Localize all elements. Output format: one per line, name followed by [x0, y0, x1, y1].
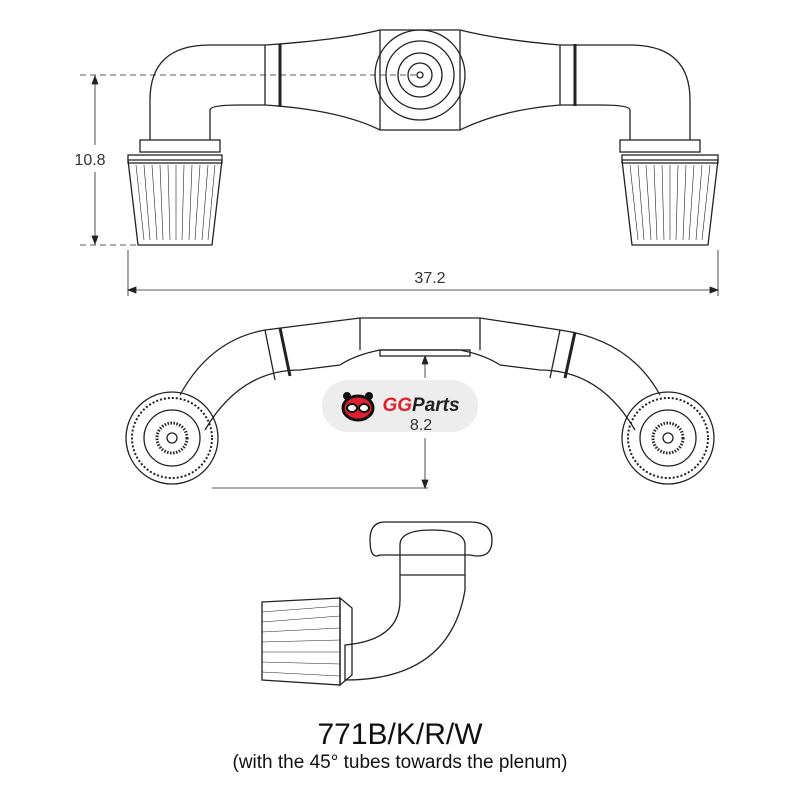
elbow-detail-view [261, 521, 493, 687]
logo-text-gg: GG [382, 395, 413, 416]
filter-wheel-right [621, 391, 715, 485]
filter-wheel-left [125, 391, 219, 485]
model-note: (with the 45° tubes towards the plenum) [232, 752, 568, 773]
model-number: 771B/K/R/W [317, 718, 483, 751]
watermark-logo: GGParts [322, 380, 478, 432]
dimension-height-side: 8.2 [409, 417, 433, 434]
dimension-width-top: 37.2 [414, 270, 445, 287]
side-view [125, 317, 715, 490]
logo-text-parts: Parts [412, 395, 460, 416]
logo-text: GGParts [382, 395, 459, 417]
mascot-logo-icon [341, 392, 375, 422]
dimension-height-top: 10.8 [74, 152, 105, 169]
dimension-lines-top [80, 74, 720, 296]
top-view [127, 29, 719, 246]
